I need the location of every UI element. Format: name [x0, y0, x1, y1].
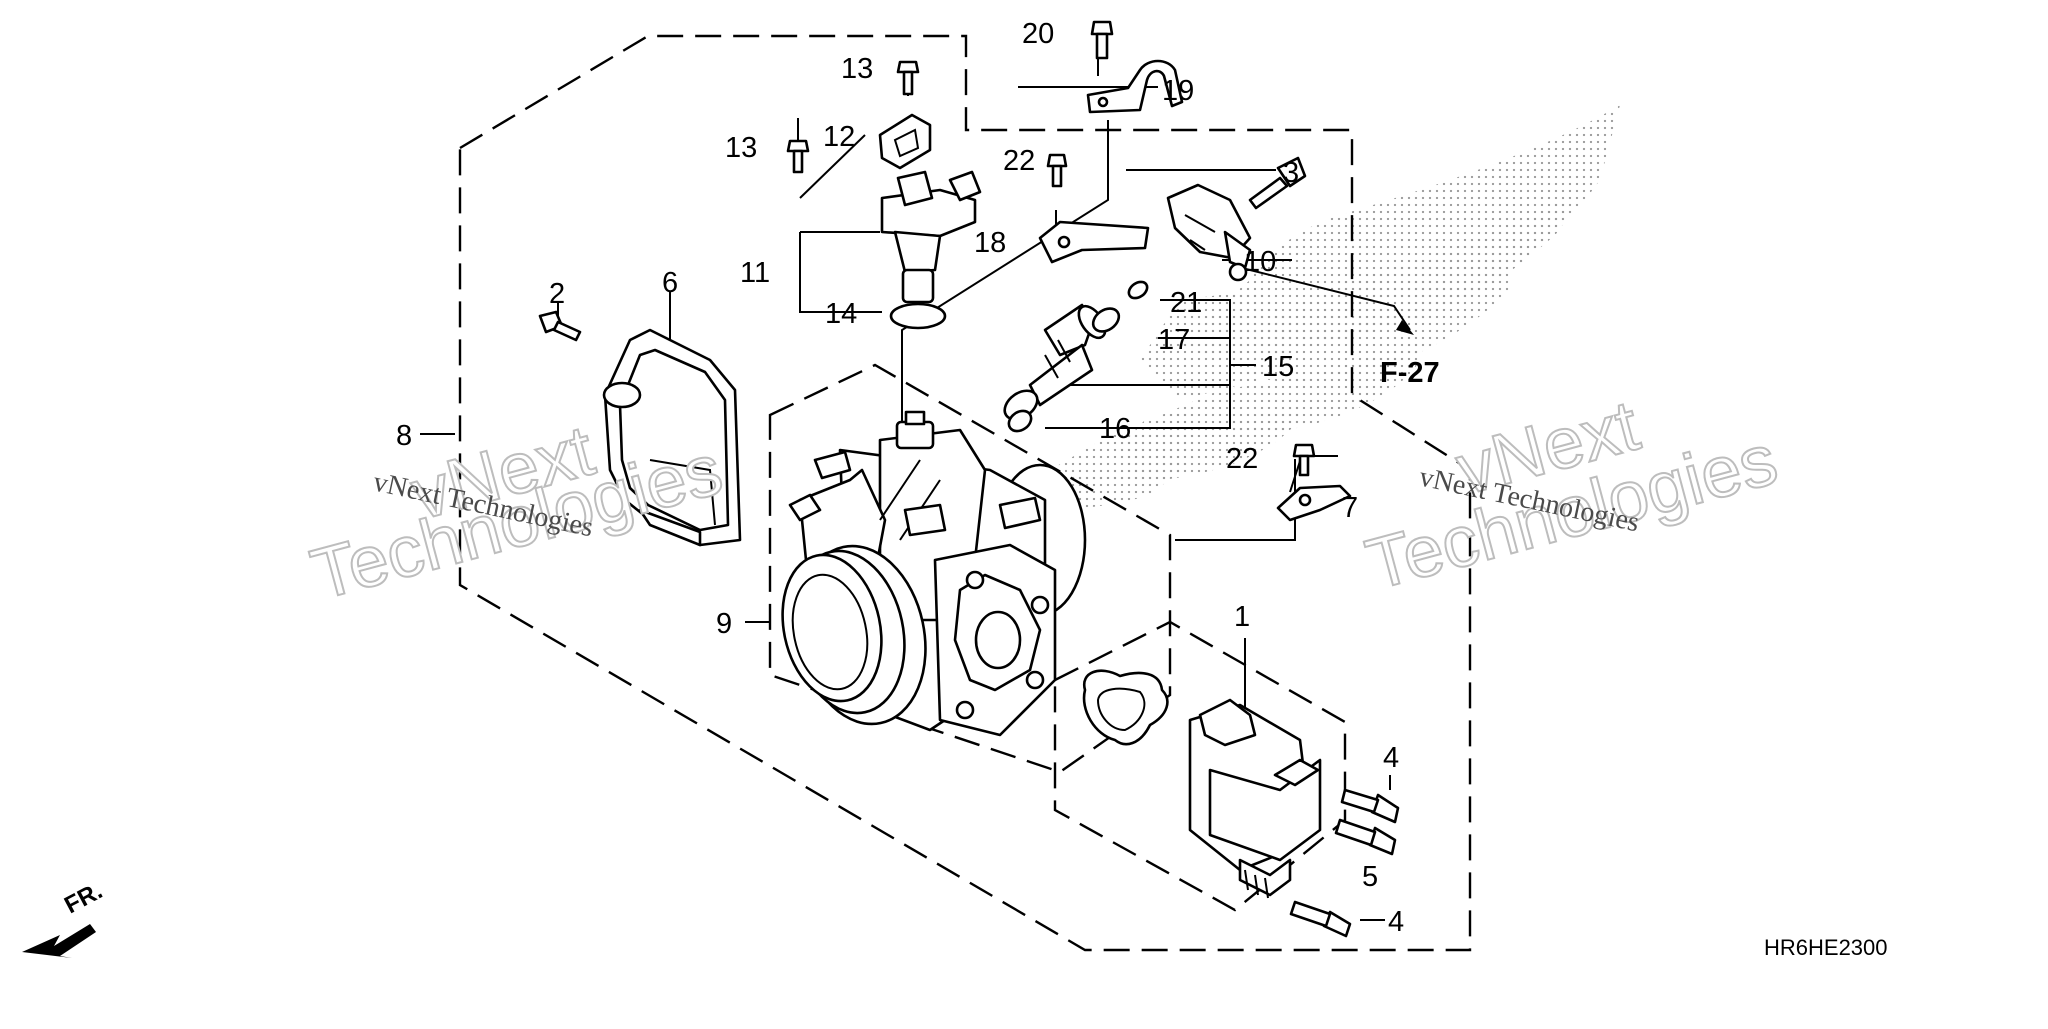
outline-assembly-8: [458, 34, 1472, 952]
callout-8: 8: [396, 420, 412, 452]
bracket-18: [1038, 220, 1150, 264]
callout-18: 18: [974, 227, 1006, 259]
seal-ring-21: [1127, 280, 1149, 300]
outline-throttle-body-9: [768, 363, 1172, 774]
callout-11: 11: [740, 257, 770, 289]
bolt-20: [1090, 20, 1114, 60]
bolt-2: [538, 310, 582, 342]
bolt-22-upper: [1046, 153, 1068, 188]
callout-13-upper: 13: [841, 53, 873, 85]
o-ring-14: [889, 302, 947, 330]
bolt-4-lower: [1289, 900, 1352, 938]
callout-13-lower: 13: [725, 132, 757, 164]
callout-14: 14: [825, 298, 857, 330]
callout-6: 6: [662, 267, 678, 299]
callout-7: 7: [1342, 492, 1358, 524]
callout-4-upper: 4: [1383, 742, 1399, 774]
throttle-body-9: [781, 410, 1087, 737]
callout-22-lower: 22: [1226, 443, 1258, 475]
outline-sensor-1: [1053, 620, 1347, 912]
fuel-connector-10: [1166, 183, 1252, 282]
sensor-plate-12: [878, 113, 932, 170]
callout-2: 2: [549, 278, 565, 310]
bracket-7: [1276, 484, 1352, 522]
callout-16: 16: [1099, 413, 1131, 445]
bolt-3: [1248, 156, 1307, 210]
o-ring-17: [1091, 307, 1121, 333]
callout-4-lower: 4: [1388, 906, 1404, 938]
diagram-code: HR6HE2300: [1764, 935, 1888, 960]
callout-3: 3: [1283, 157, 1299, 189]
callout-20: 20: [1022, 18, 1054, 50]
callout-22-upper: 22: [1003, 145, 1035, 177]
callout-15: 15: [1262, 351, 1294, 383]
screw-13-lower: [786, 139, 810, 174]
watermark-right: vNext Technologies vNext Technologies: [1357, 385, 1786, 607]
throttle-position-sensor-1: [1188, 698, 1322, 899]
watermark-left: vNext Technologies vNext Technologies: [302, 410, 731, 617]
callout-9: 9: [716, 608, 732, 640]
bolt-4-upper: [1340, 788, 1400, 824]
cushion-ring-16: [1007, 409, 1033, 433]
front-arrow-icon: [22, 924, 96, 958]
callout-5: 5: [1362, 861, 1378, 893]
front-label: FR.: [60, 877, 107, 919]
callout-21: 21: [1170, 287, 1202, 319]
cover-6: [602, 328, 742, 547]
reference-arrow-icon: [1396, 320, 1414, 335]
map-sensor-11: [880, 170, 982, 304]
bolt-5: [1334, 818, 1397, 856]
callout-12: 12: [823, 121, 855, 153]
bolt-22-lower: [1292, 443, 1316, 477]
callout-1: 1: [1234, 601, 1250, 633]
callout-17: 17: [1158, 324, 1190, 356]
gasket: [1082, 669, 1169, 746]
reference-f27: F-27: [1380, 357, 1440, 389]
screw-13-upper: [896, 60, 920, 96]
callout-19: 19: [1162, 75, 1194, 107]
clamp-19: [1086, 59, 1184, 114]
callout-10: 10: [1244, 246, 1276, 278]
assembly-outlines: [458, 34, 1472, 952]
